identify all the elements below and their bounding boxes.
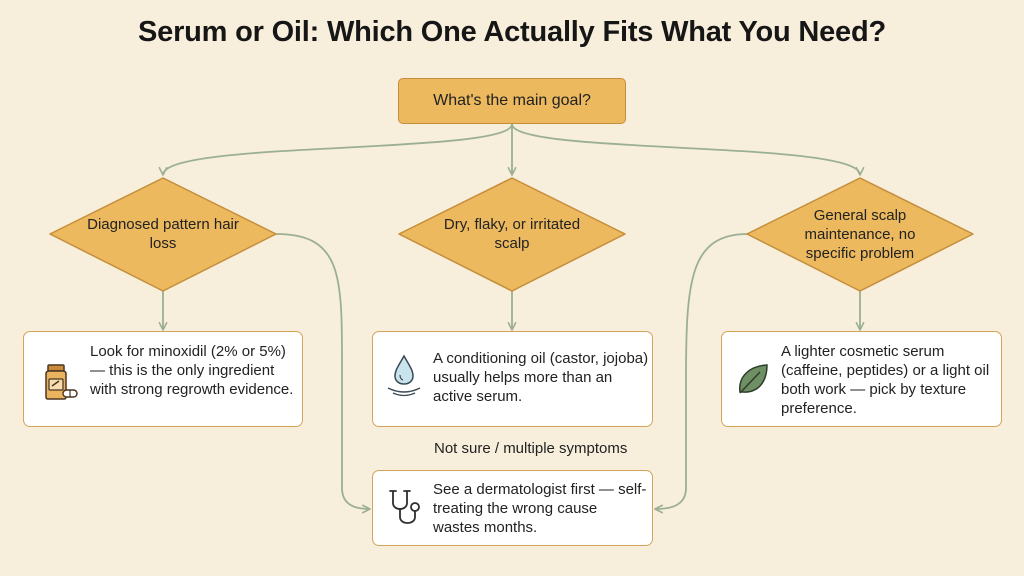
answer-3-text: A lighter cosmetic serum (caffeine, pept… (781, 343, 990, 417)
fallback-box: See a dermatologist first — self-treatin… (372, 470, 653, 546)
branch-3-question: General scalp maintenance, no specific p… (804, 206, 916, 262)
answer-1-text: Look for minoxidil (2% or 5%) — this is … (90, 343, 294, 398)
decision-diamond-3 (746, 177, 974, 292)
arrow-root-to-branch-3 (511, 123, 865, 176)
root-question-node: What's the main goal? (398, 78, 626, 124)
decision-diamond-1 (49, 177, 277, 292)
fallback-label: Not sure / multiple symptoms (434, 440, 628, 457)
stethoscope-icon (389, 490, 420, 524)
answer-box-3: A lighter cosmetic serum (caffeine, pept… (721, 331, 1002, 427)
leaf-icon (739, 364, 768, 394)
arrow-root-to-branch-1 (158, 123, 513, 176)
pill-bottle-icon (45, 364, 78, 400)
answer-2-text: A conditioning oil (castor, jojoba) usua… (433, 350, 649, 405)
page-title: Serum or Oil: Which One Actually Fits Wh… (138, 16, 886, 48)
answer-box-2: A conditioning oil (castor, jojoba) usua… (372, 331, 653, 427)
root-question-label: What's the main goal? (433, 92, 591, 109)
oil-drop-icon (387, 354, 421, 397)
answer-box-1: Look for minoxidil (2% or 5%) — this is … (23, 331, 303, 427)
decision-diamond-2 (398, 177, 626, 292)
fallback-text: See a dermatologist first — self-treatin… (433, 481, 647, 536)
arrow-branch-1-to-fallback (275, 233, 371, 514)
arrow-branch-3-to-fallback (654, 233, 749, 514)
branch-2-question: Dry, flaky, or irritated scalp (443, 216, 581, 252)
branch-1-question: Diagnosed pattern hair loss (87, 216, 239, 252)
